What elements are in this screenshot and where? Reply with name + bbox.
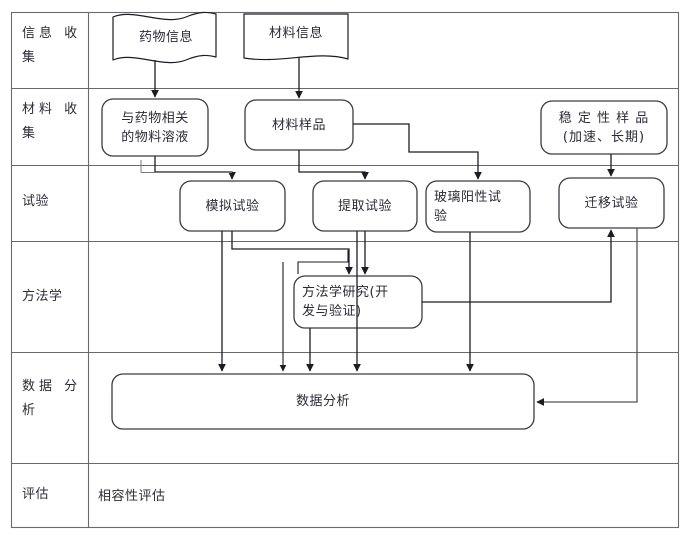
node-shape-data-analysis[interactable] bbox=[111, 373, 535, 430]
node-shape-extraction-test[interactable] bbox=[312, 180, 418, 232]
node-shape-drug-solution[interactable] bbox=[101, 98, 209, 157]
stage-label-material-collection: 材料 收 集 bbox=[22, 102, 82, 141]
stage-label-evaluation: 评估 bbox=[22, 487, 50, 502]
node-shape-method-study[interactable] bbox=[293, 275, 423, 329]
node-shape-material-sample[interactable] bbox=[244, 99, 354, 151]
edge-simulation-to-method-bus bbox=[231, 231, 353, 275]
edge-method-study-to-migration bbox=[422, 229, 615, 303]
node-shape-material-info[interactable] bbox=[243, 13, 349, 61]
stage-label-info-collection: 信息 收 集 bbox=[22, 26, 82, 65]
node-label-compat-eval: 相容性评估 bbox=[98, 489, 166, 504]
node-shape-drug-info[interactable] bbox=[112, 11, 217, 64]
stage-label-experiment: 试验 bbox=[22, 194, 50, 209]
edge-material-sample-to-glass bbox=[353, 123, 482, 180]
connector-layer bbox=[151, 58, 638, 406]
edge-drug-solution-bus bbox=[154, 156, 236, 180]
edge-migration-to-data-analysis bbox=[536, 228, 638, 406]
stage-grid bbox=[10, 11, 680, 529]
node-shape-migration-test[interactable] bbox=[558, 177, 665, 229]
edge-material-sample-to-extraction bbox=[298, 150, 369, 180]
stage-label-methodology: 方法学 bbox=[22, 289, 63, 304]
node-shape-stability-sample[interactable] bbox=[540, 100, 668, 155]
node-shape-simulation-test[interactable] bbox=[179, 180, 286, 232]
connector-bus-lines bbox=[140, 160, 232, 173]
edge-glass-to-method-bus bbox=[297, 250, 349, 274]
stage-label-data-analysis: 数据 分 析 bbox=[22, 379, 82, 418]
node-shape-glass-positive-test[interactable] bbox=[425, 180, 531, 233]
